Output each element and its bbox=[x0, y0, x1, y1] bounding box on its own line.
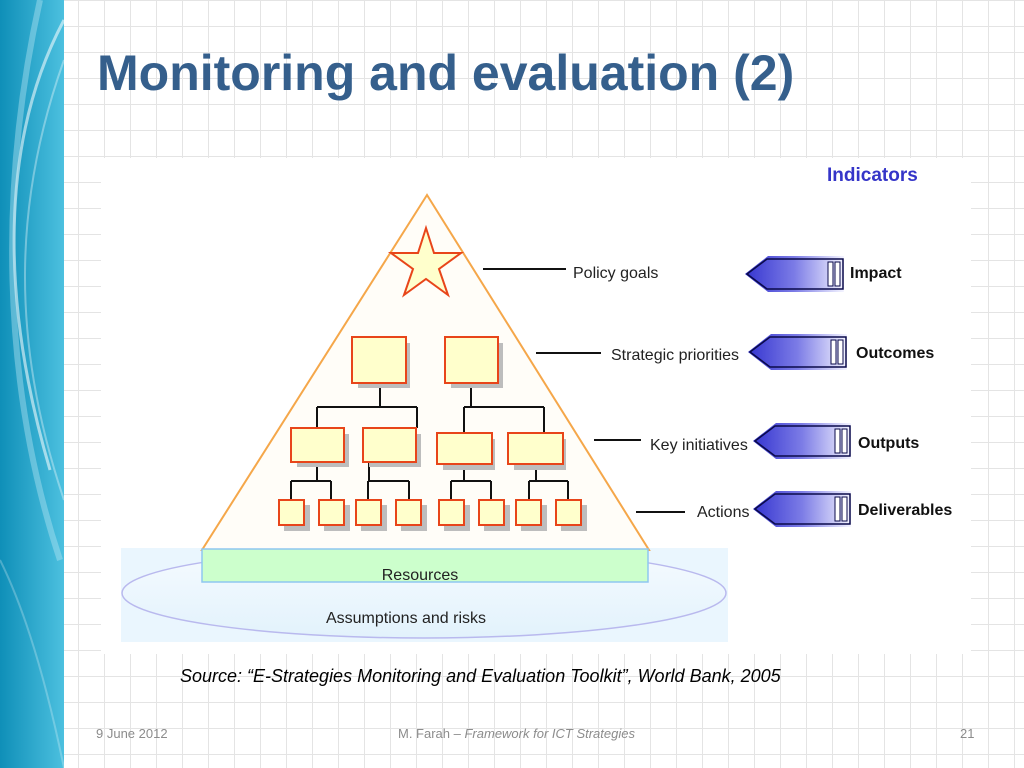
pyramid-figure: Assumptions and risks Resources bbox=[101, 158, 971, 654]
star-icon bbox=[387, 224, 465, 298]
level-label-actions: Actions bbox=[697, 504, 749, 521]
key-initiative-boxes bbox=[290, 427, 566, 470]
source-citation: Source: “E-Strategies Monitoring and Eva… bbox=[180, 666, 781, 686]
indicator-arrow-impact bbox=[745, 256, 844, 292]
level-label-strategic-priorities: Strategic priorities bbox=[611, 347, 739, 364]
indicator-arrow-outputs bbox=[753, 423, 851, 459]
indicator-arrow-deliverables bbox=[753, 491, 851, 527]
indicator-label-outputs: Outputs bbox=[858, 435, 919, 452]
pyramid-diagram: Assumptions and risks Resources bbox=[121, 165, 952, 642]
footer-subtitle: Framework for ICT Strategies bbox=[464, 726, 635, 741]
slide-title: Monitoring and evaluation (2) bbox=[97, 45, 795, 101]
level-label-policy-goals: Policy goals bbox=[573, 265, 658, 282]
resources-label: Resources bbox=[382, 567, 458, 584]
indicator-label-outcomes: Outcomes bbox=[856, 345, 934, 362]
indicator-arrow-outcomes bbox=[748, 334, 847, 370]
strategic-priority-boxes bbox=[351, 336, 503, 388]
action-boxes bbox=[278, 499, 587, 531]
level-callout-lines bbox=[483, 268, 685, 513]
side-decoration bbox=[0, 0, 64, 768]
footer-dash: – bbox=[450, 726, 465, 741]
footer-page-number: 21 bbox=[960, 726, 975, 741]
footer-center: M. Farah – Framework for ICT Strategies bbox=[398, 726, 635, 741]
resources-band bbox=[201, 548, 649, 583]
indicator-label-impact: Impact bbox=[850, 265, 902, 282]
assumptions-label: Assumptions and risks bbox=[326, 610, 486, 627]
level-label-key-initiatives: Key initiatives bbox=[650, 437, 748, 454]
footer-author: M. Farah bbox=[398, 726, 451, 741]
indicators-heading: Indicators bbox=[827, 165, 918, 186]
indicator-label-deliverables: Deliverables bbox=[858, 502, 952, 519]
footer-date: 9 June 2012 bbox=[96, 726, 168, 741]
